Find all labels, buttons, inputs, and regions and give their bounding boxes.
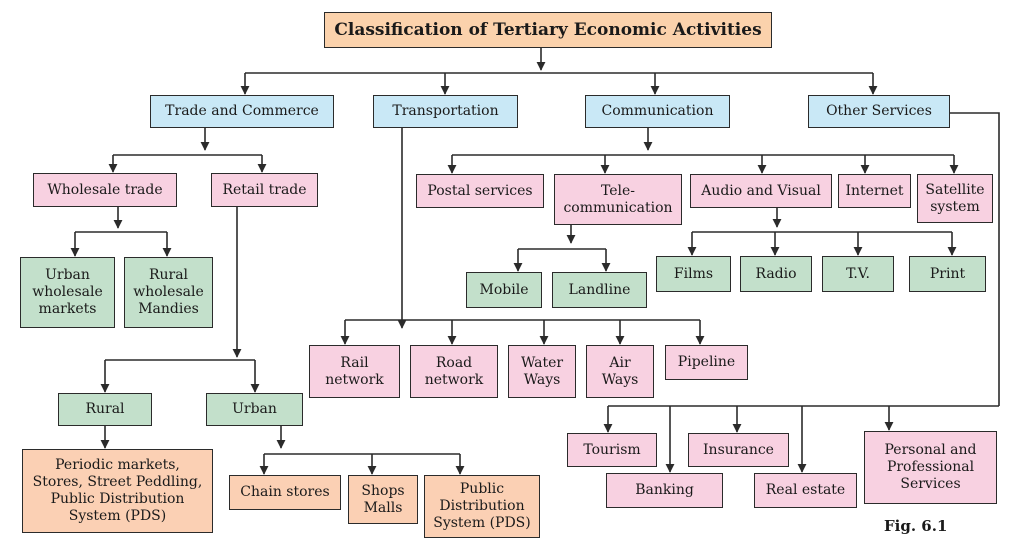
node-urban-pds: Public Distribution System (PDS) — [424, 475, 540, 538]
node-banking: Banking — [606, 473, 723, 508]
node-satellite-system: Satellite system — [917, 174, 993, 223]
node-insurance: Insurance — [688, 433, 789, 467]
node-internet: Internet — [838, 174, 911, 208]
node-radio: Radio — [740, 256, 812, 292]
node-rail-network: Rail network — [309, 345, 400, 398]
node-urban-wholesale-markets: Urban wholesale markets — [20, 257, 115, 328]
diagram-title: Classification of Tertiary Economic Acti… — [324, 12, 772, 48]
category-communication: Communication — [585, 95, 730, 128]
node-postal-services: Postal services — [416, 174, 544, 208]
node-landline: Landline — [552, 272, 647, 308]
node-shops-malls: Shops Malls — [348, 475, 418, 524]
node-print: Print — [909, 256, 986, 292]
node-rural-wholesale-mandies: Rural wholesale Mandies — [124, 257, 213, 328]
node-films: Films — [656, 256, 731, 292]
category-trade-and-commerce: Trade and Commerce — [150, 95, 334, 128]
node-tourism: Tourism — [567, 433, 657, 467]
node-audio-and-visual: Audio and Visual — [690, 174, 832, 208]
node-rural: Rural — [58, 393, 152, 426]
category-other-services: Other Services — [808, 95, 950, 128]
node-rural-retail-outlets: Periodic markets, Stores, Street Peddlin… — [22, 449, 213, 533]
category-transportation: Transportation — [373, 95, 518, 128]
node-mobile: Mobile — [466, 272, 542, 308]
figure-label: Fig. 6.1 — [884, 517, 948, 535]
node-urban: Urban — [206, 393, 303, 426]
node-retail-trade: Retail trade — [211, 173, 318, 207]
node-road-network: Road network — [410, 345, 498, 398]
node-air-ways: Air Ways — [586, 345, 654, 398]
node-pipeline: Pipeline — [665, 345, 748, 380]
node-chain-stores: Chain stores — [229, 475, 341, 510]
node-tv: T.V. — [822, 256, 894, 292]
node-wholesale-trade: Wholesale trade — [33, 173, 177, 207]
node-personal-and-professional-services: Personal and Professional Services — [864, 431, 997, 504]
node-water-ways: Water Ways — [508, 345, 576, 398]
node-telecommunication: Tele- communication — [554, 174, 682, 225]
node-real-estate: Real estate — [754, 473, 857, 508]
